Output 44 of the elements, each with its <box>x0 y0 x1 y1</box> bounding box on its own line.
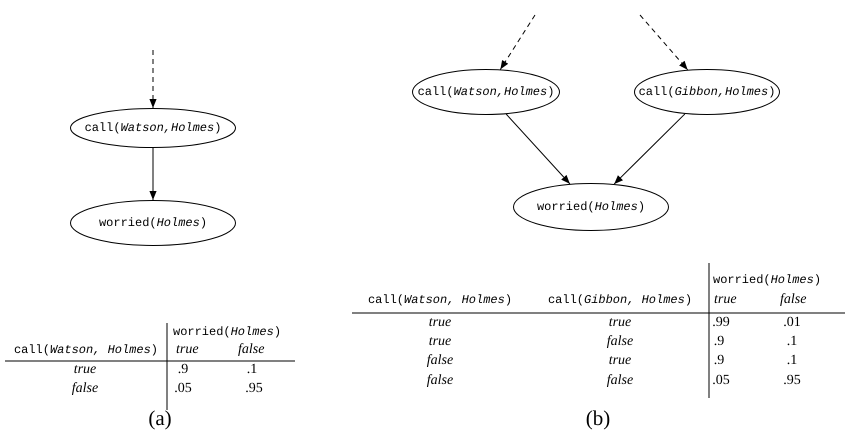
table-cell: true <box>428 334 452 350</box>
arrow <box>506 114 570 184</box>
table-cell: .9 <box>178 362 188 378</box>
table-cell: .05 <box>712 373 730 389</box>
table-cell: false <box>606 373 634 389</box>
table-cell: true <box>714 292 737 308</box>
table-cell: false <box>72 381 98 397</box>
arrow <box>640 14 688 70</box>
table-cell: true <box>608 353 632 369</box>
table-cell: true <box>608 315 632 331</box>
node-label: call(Watson,Holmes) <box>418 85 554 99</box>
node-label: worried(Holmes) <box>536 200 646 214</box>
table-cell: true <box>428 315 452 331</box>
table-cell: false <box>606 334 634 350</box>
table-cell: call(Watson, Holmes) <box>14 342 158 358</box>
panel-caption: (a) <box>148 406 172 430</box>
node-label: call(Watson,Holmes) <box>84 121 222 135</box>
table-cell: call(Gibbon, Holmes) <box>548 292 692 308</box>
table-cell: true <box>176 342 199 358</box>
table-cell: false <box>780 292 806 308</box>
table-cell: false <box>426 373 454 389</box>
table-cell: worried(Holmes) <box>173 324 282 340</box>
table-cell: .99 <box>712 315 730 331</box>
panel-caption: (b) <box>586 406 610 430</box>
node-label: worried(Holmes) <box>98 216 208 230</box>
table-cell: .1 <box>246 362 258 378</box>
arrow <box>500 14 536 70</box>
table-cell: .95 <box>783 373 801 389</box>
table-cell: .9 <box>714 334 724 350</box>
arrow <box>149 50 157 108</box>
arrow <box>149 148 157 200</box>
table-cell: .01 <box>783 315 801 331</box>
table-cell: true <box>74 362 96 378</box>
table-cell: false <box>426 353 454 369</box>
table-cell: false <box>238 342 264 358</box>
table-cell: .05 <box>174 381 192 397</box>
node-label: call(Gibbon,Holmes) <box>638 85 776 99</box>
table-cell: .9 <box>714 353 724 369</box>
table-cell: .1 <box>786 353 798 369</box>
table-cell: worried(Holmes) <box>713 272 822 288</box>
table-cell: call(Watson, Holmes) <box>368 292 512 308</box>
table-cell: .95 <box>245 381 263 397</box>
table-cell: .1 <box>786 334 798 350</box>
arrow <box>614 113 686 185</box>
